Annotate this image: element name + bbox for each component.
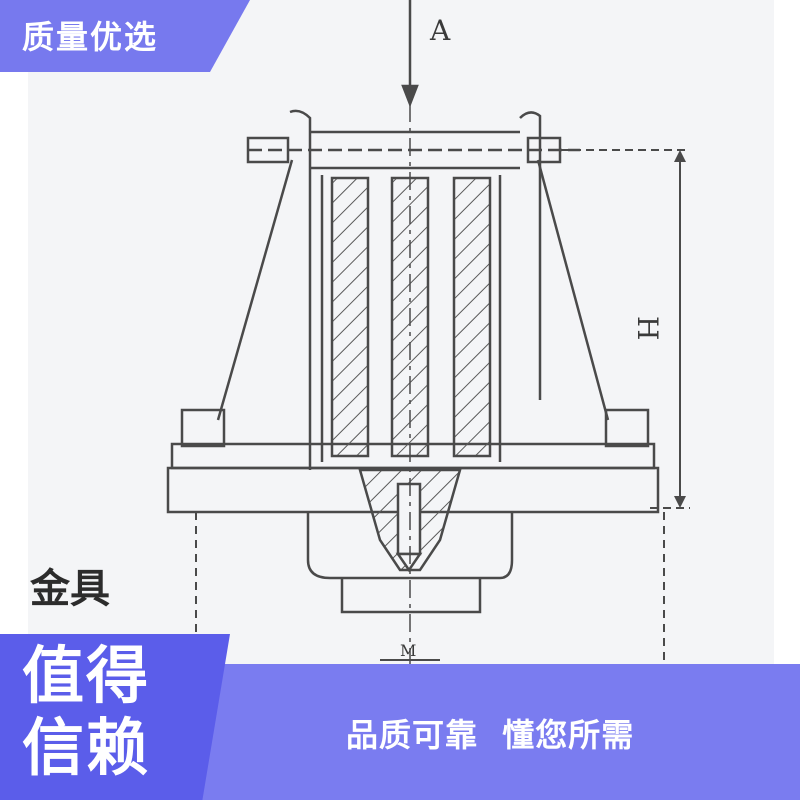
label-m: M [400, 641, 416, 660]
quality-badge-text: 质量优选 [22, 18, 159, 56]
label-h: H [631, 316, 664, 340]
footer-left-block [0, 634, 230, 800]
footer-left-line-2: 信赖 [22, 711, 151, 784]
quality-badge [0, 0, 250, 72]
partial-caption: 金具 [30, 566, 110, 612]
footer-slogan: 品质可靠 懂您所需 [346, 716, 635, 754]
footer-left-text: 值得 信赖 [22, 640, 150, 784]
label-a: A [429, 14, 451, 47]
footer-left-line-1: 值得 [22, 639, 151, 712]
